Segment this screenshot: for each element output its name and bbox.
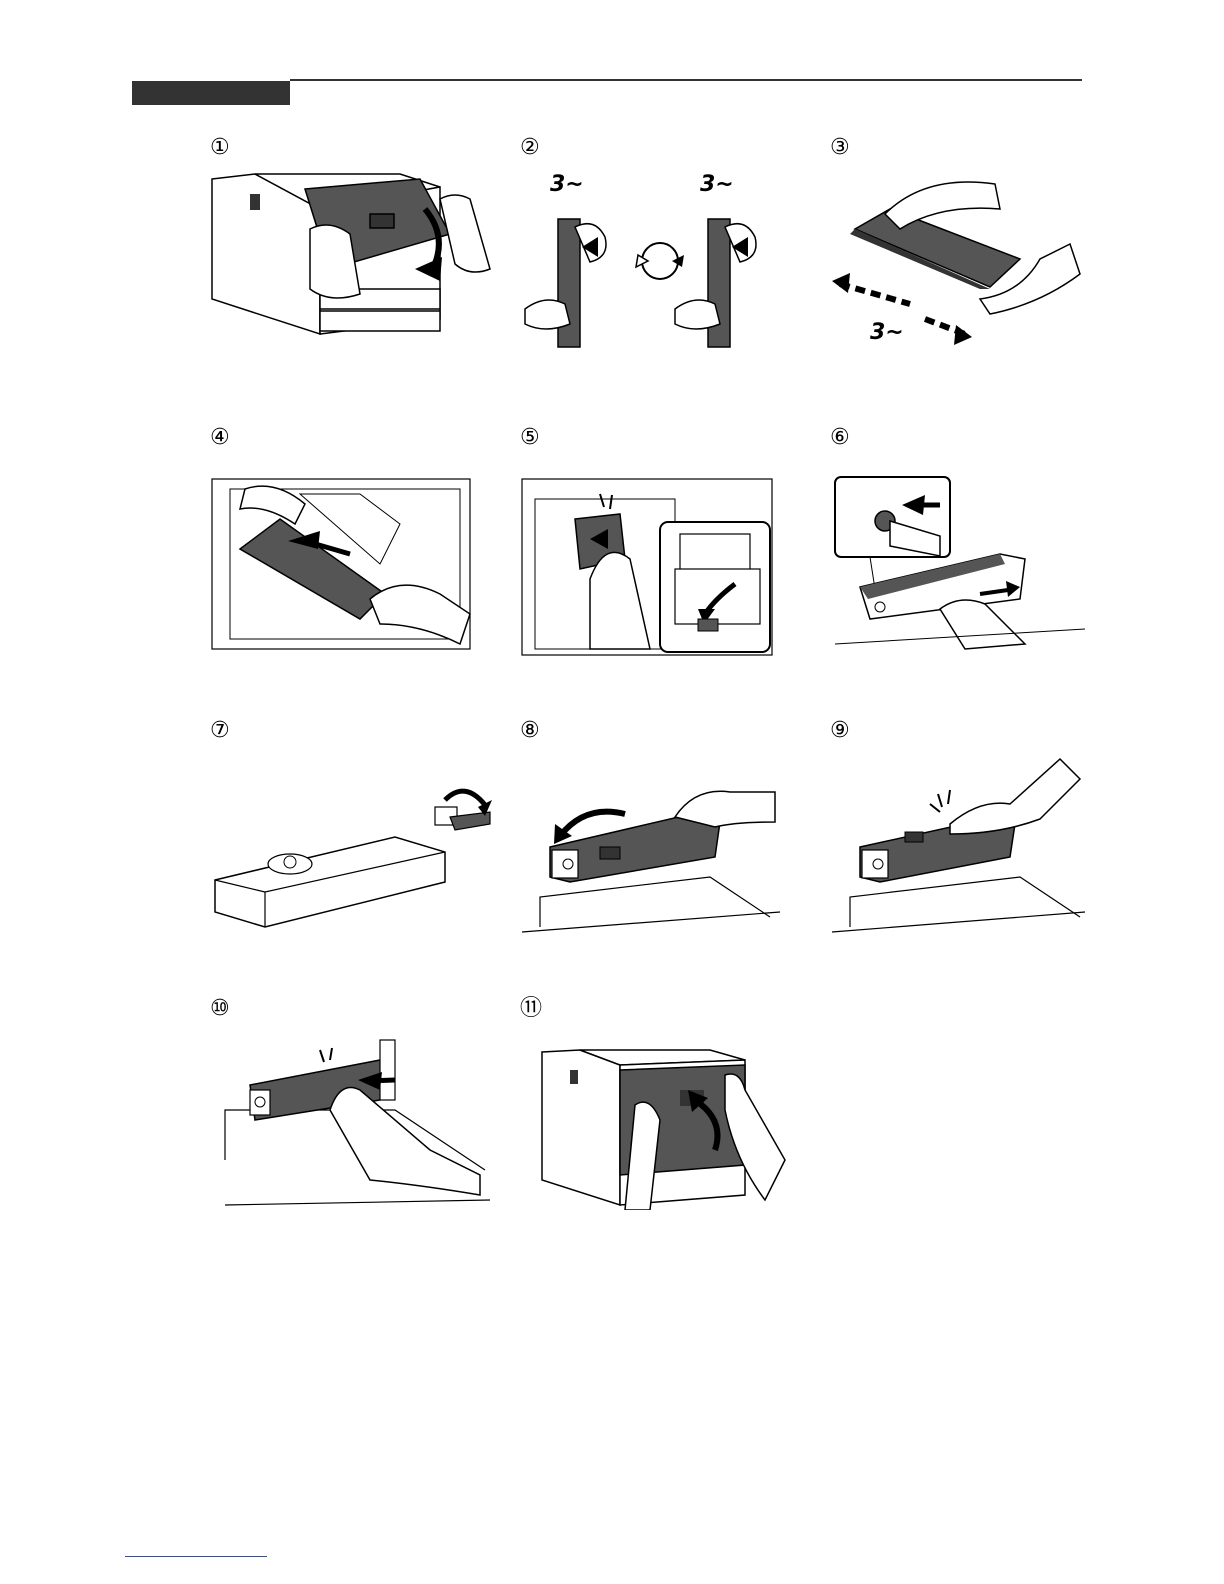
step-3: ③ 3~ — [830, 135, 1120, 395]
shake-toner-horizontally-illustration: 3~ — [830, 169, 1085, 354]
footer-link-rule — [125, 1556, 267, 1557]
step-8: ⑧ — [520, 718, 810, 978]
close-waste-box-cap-illustration — [210, 752, 495, 937]
shake-count-label: 3~ — [870, 320, 904, 345]
step-number: ⑪ — [520, 996, 542, 1022]
step-5: ⑤ — [520, 425, 810, 685]
step-9: ⑨ — [830, 718, 1120, 978]
step-4: ④ — [210, 425, 500, 685]
push-toner-container-illustration — [520, 459, 775, 659]
step-10: ⑩ — [210, 996, 500, 1256]
insert-waste-toner-box-illustration — [210, 1030, 495, 1210]
step-number: ⑩ — [210, 996, 230, 1022]
step-6: ⑥ — [830, 425, 1120, 685]
remove-waste-toner-box-illustration — [830, 459, 1090, 654]
shake-count-label: 3~ — [700, 172, 734, 197]
section-header-bar — [132, 81, 290, 105]
step-7: ⑦ — [210, 718, 500, 978]
step-number: ⑥ — [830, 425, 850, 451]
press-waste-toner-box-illustration — [830, 752, 1090, 937]
step-2: ② 3~ 3~ — [520, 135, 810, 395]
header-rule — [290, 79, 1082, 81]
place-waste-toner-box-illustration — [520, 752, 785, 937]
shake-toner-container-illustration: 3~ 3~ — [520, 169, 800, 354]
step-number: ① — [210, 135, 230, 161]
step-number: ⑤ — [520, 425, 540, 451]
step-number: ③ — [830, 135, 850, 161]
open-front-cover-illustration — [210, 169, 495, 344]
step-1: ① — [210, 135, 500, 395]
step-number: ⑨ — [830, 718, 850, 744]
step-number: ⑧ — [520, 718, 540, 744]
step-11: ⑪ — [520, 996, 810, 1256]
step-number: ⑦ — [210, 718, 230, 744]
insert-toner-container-illustration — [210, 459, 475, 654]
close-front-cover-illustration — [520, 1030, 790, 1210]
step-number: ② — [520, 135, 540, 161]
step-number: ④ — [210, 425, 230, 451]
shake-count-label: 3~ — [550, 172, 584, 197]
